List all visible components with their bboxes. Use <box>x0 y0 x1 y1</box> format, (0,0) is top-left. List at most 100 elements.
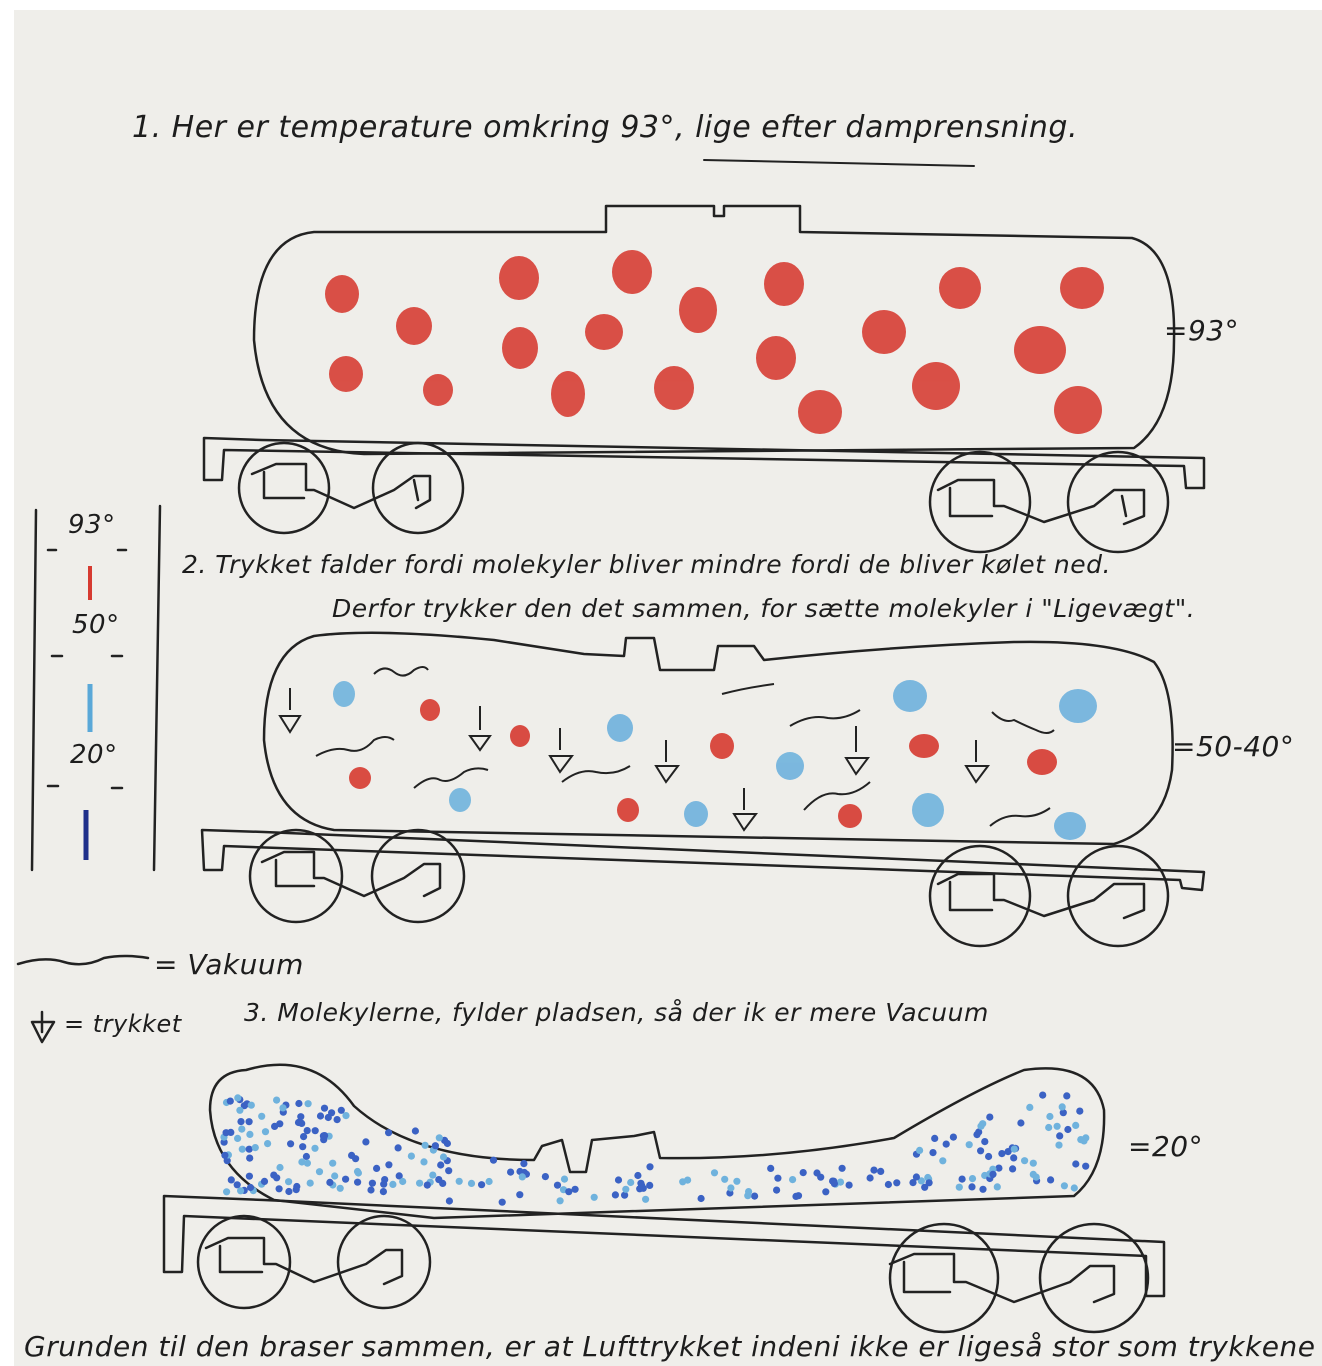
molecule-dot <box>352 1155 359 1162</box>
molecule-dot <box>998 1150 1005 1157</box>
molecule-dot <box>994 1183 1001 1190</box>
tank-car-2 <box>202 633 1204 946</box>
molecule-dot <box>813 1169 820 1176</box>
molecule-dot <box>721 1176 728 1183</box>
molecule-dot <box>1026 1104 1033 1111</box>
molecule-dot <box>554 1182 561 1189</box>
molecule-dot <box>1061 1182 1068 1189</box>
molecule-dot <box>316 1168 323 1175</box>
molecule-dot <box>789 1176 796 1183</box>
molecule-dot <box>995 1165 1002 1172</box>
molecule-dot <box>295 1119 302 1126</box>
molecule-dot <box>380 1188 387 1195</box>
molecule-dot <box>385 1161 392 1168</box>
molecule-dot <box>298 1158 305 1165</box>
molecule-dot <box>258 1113 265 1120</box>
molecule-dot <box>271 1123 278 1130</box>
molecule-dot <box>572 1186 579 1193</box>
molecule-dot <box>966 1141 973 1148</box>
molecule-dot <box>367 1186 374 1193</box>
molecule-dot <box>456 1178 463 1185</box>
molecule-dot <box>520 1160 527 1167</box>
molecule-dot <box>1009 1165 1016 1172</box>
tank-car-3 <box>164 1065 1164 1332</box>
molecules-car-1 <box>325 250 1104 434</box>
molecule-dot <box>499 1199 506 1206</box>
molecule-dot <box>831 1180 838 1187</box>
molecule-dot <box>248 1102 255 1109</box>
molecule-dot <box>767 1165 774 1172</box>
molecule-dot <box>1076 1108 1083 1115</box>
molecule-dot <box>331 1172 338 1179</box>
molecule-dot <box>622 1186 629 1193</box>
molecule-dot <box>822 1188 829 1195</box>
molecule-dot <box>228 1176 235 1183</box>
molecule-dot <box>246 1173 253 1180</box>
step-1-caption: 1. Her er temperature omkring 93°, lige … <box>132 110 1078 145</box>
molecule-dot <box>565 1188 572 1195</box>
molecule-dot <box>916 1147 923 1154</box>
molecule-dot <box>1055 1142 1062 1149</box>
molecule-dot <box>234 1135 241 1142</box>
molecules-car-3 <box>220 1092 1089 1206</box>
molecule-dot <box>395 1144 402 1151</box>
molecule-dot <box>329 1160 336 1167</box>
molecule-dot <box>445 1167 452 1174</box>
molecule-dot <box>839 1165 846 1172</box>
molecule-dot <box>293 1183 300 1190</box>
step-3-caption: 3. Molekylerne, fylder pladsen, så der i… <box>244 998 989 1027</box>
bogie-right-1 <box>930 452 1168 552</box>
molecule-dot <box>285 1188 292 1195</box>
molecule-dot <box>247 1184 254 1191</box>
molecule-dot <box>1047 1176 1054 1183</box>
molecule-dot <box>1063 1092 1070 1099</box>
molecule-dot <box>956 1184 963 1191</box>
molecule-dot <box>252 1144 259 1151</box>
molecule-dot <box>412 1127 419 1134</box>
molecule-dot <box>380 1181 387 1188</box>
molecule-dot <box>321 1132 328 1139</box>
molecule-dot <box>478 1181 485 1188</box>
molecule-dot <box>261 1178 268 1185</box>
molecule-dot <box>342 1176 349 1183</box>
molecule-dot <box>311 1145 318 1152</box>
molecule-dot <box>1017 1119 1024 1126</box>
molecule-dot <box>468 1180 475 1187</box>
molecule-dot <box>385 1129 392 1136</box>
molecule-dot <box>326 1179 333 1186</box>
molecule-dot <box>1054 1123 1061 1130</box>
molecule-dot <box>223 1188 230 1195</box>
molecule-dot <box>446 1197 453 1204</box>
legend-vakuum-label: = Vakuum <box>154 948 304 981</box>
molecule-dot <box>239 1146 246 1153</box>
molecule-dot <box>337 1185 344 1192</box>
molecule-dot <box>276 1164 283 1171</box>
molecule-dot <box>1033 1174 1040 1181</box>
molecule-dot <box>1072 1122 1079 1129</box>
molecule-dot <box>399 1178 406 1185</box>
molecules-car-2 <box>333 680 1097 840</box>
molecule-dot <box>362 1138 369 1145</box>
molecule-dot <box>227 1098 234 1105</box>
step-3-temperature: =20° <box>1128 1130 1203 1163</box>
molecule-dot <box>328 1109 335 1116</box>
molecule-dot <box>744 1192 751 1199</box>
molecule-dot <box>312 1127 319 1134</box>
step-2-caption-line-2: Derfor trykker den det sammen, for sætte… <box>332 594 1195 623</box>
molecule-dot <box>867 1174 874 1181</box>
molecule-dot <box>981 1138 988 1145</box>
molecule-dot <box>270 1172 277 1179</box>
vacuum-squiggles-car-2 <box>316 667 1054 826</box>
molecule-dot <box>317 1112 324 1119</box>
scale-label-20: 20° <box>70 740 118 770</box>
molecule-dot <box>542 1173 549 1180</box>
molecule-dot <box>276 1185 283 1192</box>
molecule-dot <box>237 1187 244 1194</box>
molecule-dot <box>642 1196 649 1203</box>
molecule-dot <box>969 1175 976 1182</box>
molecule-dot <box>909 1179 916 1186</box>
molecule-dot <box>943 1141 950 1148</box>
molecule-dot <box>1071 1184 1078 1191</box>
molecule-dot <box>1021 1157 1028 1164</box>
molecule-dot <box>237 1118 244 1125</box>
